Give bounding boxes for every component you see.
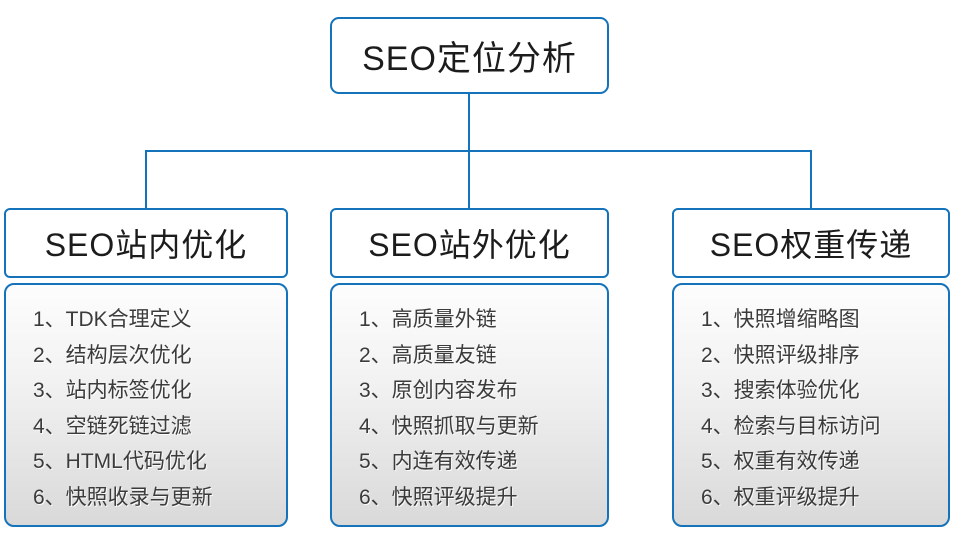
list-item: 1、快照增缩略图 bbox=[701, 308, 860, 331]
list-item: 4、空链死链过滤 bbox=[33, 414, 192, 438]
list-item: 6、权重评级提升 bbox=[701, 485, 860, 509]
connector-right-drop bbox=[810, 150, 812, 208]
branch-node-label: SEO站内优化 bbox=[44, 227, 248, 263]
list-item: 2、快照评级排序 bbox=[701, 343, 860, 367]
branch-list-weight-transfer: 1、快照增缩略图 2、快照评级排序 3、搜索体验优化 4、检索与目标访问 5、权… bbox=[672, 283, 950, 527]
root-node-label: SEO定位分析 bbox=[362, 40, 577, 78]
list-item: 3、原创内容发布 bbox=[359, 379, 518, 402]
root-node-seo-positioning: SEO定位分析 bbox=[330, 17, 609, 94]
connector-horizontal-spine bbox=[145, 150, 812, 152]
list-item: 5、权重有效传递 bbox=[701, 450, 860, 473]
list-item: 2、高质量友链 bbox=[359, 343, 497, 367]
list-item: 2、结构层次优化 bbox=[33, 343, 192, 367]
list-item: 3、站内标签优化 bbox=[33, 379, 192, 402]
branch-list-offsite-optimization: 1、高质量外链 2、高质量友链 3、原创内容发布 4、快照抓取与更新 5、内连有… bbox=[330, 283, 609, 527]
connector-middle-drop bbox=[468, 150, 470, 208]
list-item: 1、TDK合理定义 bbox=[33, 308, 192, 331]
connector-root-vertical bbox=[468, 93, 470, 151]
branch-node-weight-transfer: SEO权重传递 bbox=[672, 208, 950, 278]
list-item: 4、快照抓取与更新 bbox=[359, 414, 539, 438]
list-item: 5、内连有效传递 bbox=[359, 450, 518, 473]
list-item: 6、快照收录与更新 bbox=[33, 485, 213, 509]
branch-node-offsite-optimization: SEO站外优化 bbox=[330, 208, 609, 278]
connector-left-drop bbox=[145, 150, 147, 208]
branch-node-label: SEO权重传递 bbox=[709, 227, 913, 263]
list-item: 4、检索与目标访问 bbox=[701, 414, 881, 438]
list-item: 1、高质量外链 bbox=[359, 308, 497, 331]
list-item: 5、HTML代码优化 bbox=[33, 450, 207, 473]
list-item: 3、搜索体验优化 bbox=[701, 379, 860, 402]
list-item: 6、快照评级提升 bbox=[359, 485, 518, 509]
branch-node-onsite-optimization: SEO站内优化 bbox=[4, 208, 288, 278]
branch-node-label: SEO站外优化 bbox=[368, 227, 571, 263]
branch-list-onsite-optimization: 1、TDK合理定义 2、结构层次优化 3、站内标签优化 4、空链死链过滤 5、H… bbox=[4, 283, 288, 527]
